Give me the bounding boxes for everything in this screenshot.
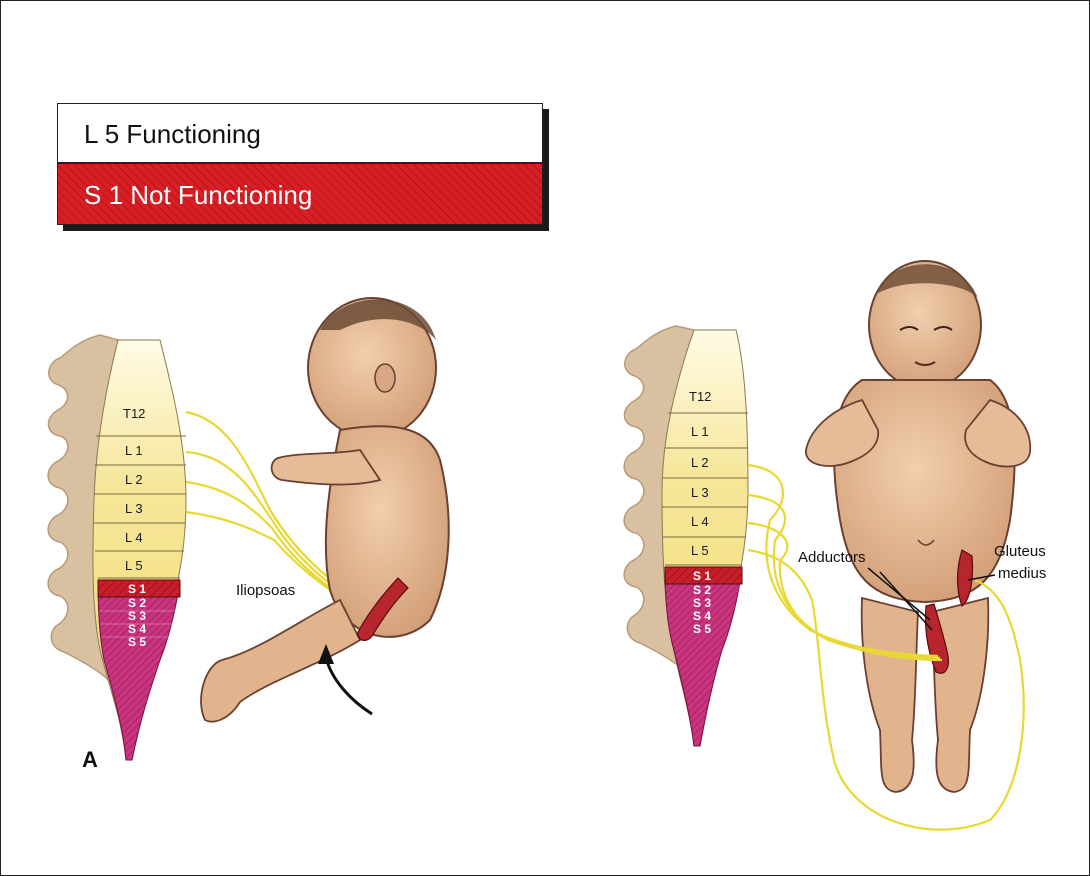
seg-label-a-4: L 4 (125, 530, 143, 545)
sacral-label-b-1: S 2 (693, 583, 711, 597)
sacral-label-a-1: S 2 (128, 596, 146, 610)
sacral-label-a-0: S 1 (128, 582, 146, 596)
iliopsoas-label: Iliopsoas (236, 582, 295, 599)
gluteus-label-line2: medius (998, 565, 1046, 582)
flexion-arrow (326, 658, 372, 714)
seg-label-b-4: L 4 (691, 514, 709, 529)
sacral-label-b-2: S 3 (693, 596, 711, 610)
seg-label-b-3: L 3 (691, 485, 709, 500)
seg-label-a-3: L 3 (125, 501, 143, 516)
panel-b: T12 L 1 L 2 L 3 L 4 L 5 S 1 S 2 S 3 S 4 … (624, 261, 1046, 830)
seg-label-b-1: L 1 (691, 424, 709, 439)
gluteus-label-line1: Gluteus (994, 543, 1046, 560)
seg-label-a-5: L 5 (125, 558, 143, 573)
sacral-label-a-3: S 4 (128, 622, 146, 636)
seg-label-a-2: L 2 (125, 472, 143, 487)
sacral-label-b-0: S 1 (693, 569, 711, 583)
infant-side-view (201, 298, 449, 722)
seg-label-b-0: T12 (689, 389, 711, 404)
gluteus-medius-muscle (958, 550, 973, 606)
seg-label-b-2: L 2 (691, 455, 709, 470)
sacral-label-a-2: S 3 (128, 609, 146, 623)
panel-a-letter: A (82, 747, 98, 772)
seg-label-a-1: L 1 (125, 443, 143, 458)
adductors-label: Adductors (798, 549, 866, 566)
sacral-label-b-3: S 4 (693, 609, 711, 623)
seg-label-b-5: L 5 (691, 543, 709, 558)
sacral-label-a-4: S 5 (128, 635, 146, 649)
infant-front-view (806, 261, 1030, 792)
panel-a: T12 L 1 L 2 L 3 L 4 L 5 S 1 S 2 S 3 S 4 … (48, 298, 449, 772)
sacral-label-b-4: S 5 (693, 622, 711, 636)
seg-label-a-0: T12 (123, 406, 145, 421)
